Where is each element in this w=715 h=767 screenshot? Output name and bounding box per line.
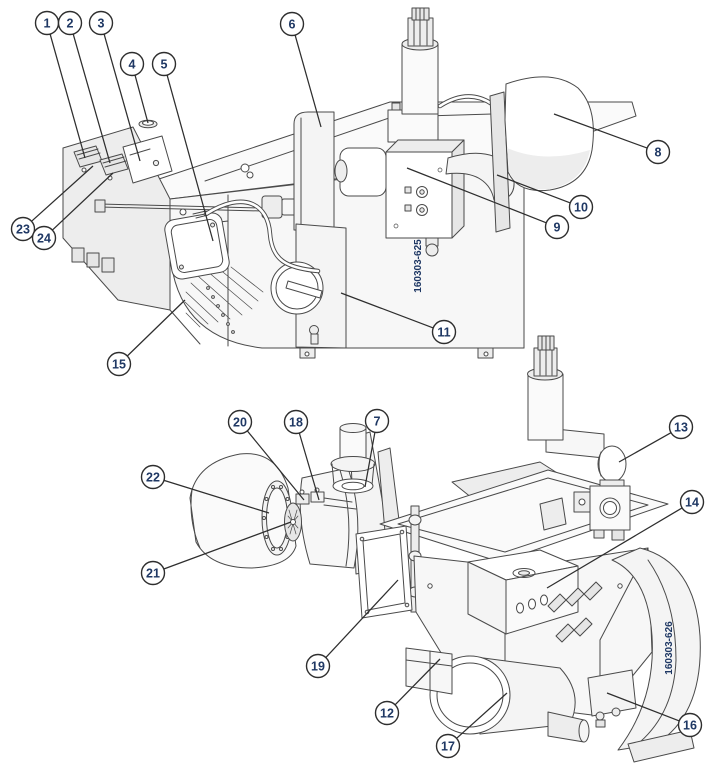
callout-1: 1 xyxy=(34,10,60,36)
callout-number-15: 15 xyxy=(112,357,126,371)
fig2-artwork xyxy=(189,335,701,763)
callout-24: 24 xyxy=(31,225,57,251)
callout-number-8: 8 xyxy=(655,145,662,159)
leader-line-23 xyxy=(31,165,94,222)
leader-line-15 xyxy=(126,299,186,357)
leader-line-10 xyxy=(496,174,571,204)
callout-number-11: 11 xyxy=(437,325,450,339)
callout-number-13: 13 xyxy=(674,420,688,434)
fig2-ref-code: 160303-626 xyxy=(664,621,675,675)
callout-number-20: 20 xyxy=(233,415,247,429)
leader-line-11 xyxy=(340,292,434,329)
fig1-artwork xyxy=(62,7,637,359)
callout-number-22: 22 xyxy=(146,470,160,484)
leader-line-24 xyxy=(51,172,114,231)
leader-line-18 xyxy=(298,432,320,501)
callout-number-5: 5 xyxy=(161,57,168,71)
callout-10: 10 xyxy=(568,194,594,220)
leader-line-16 xyxy=(606,692,680,722)
callout-3: 3 xyxy=(88,10,114,36)
fig2-callout-layer: 7 12 13 14 16 17 18 19 20 21 22 xyxy=(140,408,705,759)
callout-19: 19 xyxy=(305,653,331,679)
fig1-ref-code: 160303-625 xyxy=(413,239,424,293)
callout-18: 18 xyxy=(283,409,309,435)
callout-12: 12 xyxy=(374,700,400,726)
leader-line-17 xyxy=(456,692,508,739)
callout-number-3: 3 xyxy=(98,16,105,30)
callout-number-10: 10 xyxy=(574,200,588,214)
leader-line-4 xyxy=(134,74,149,124)
callout-21: 21 xyxy=(140,560,166,586)
callout-22: 22 xyxy=(140,464,166,490)
callout-number-12: 12 xyxy=(380,706,394,720)
callout-number-21: 21 xyxy=(146,566,160,580)
callout-number-4: 4 xyxy=(129,57,136,71)
callout-number-1: 1 xyxy=(44,16,51,30)
callout-17: 17 xyxy=(435,733,461,759)
callout-23: 23 xyxy=(10,216,36,242)
leader-line-6 xyxy=(294,34,322,128)
callout-number-16: 16 xyxy=(683,718,697,732)
callout-number-19: 19 xyxy=(311,659,325,673)
callout-7: 7 xyxy=(364,408,390,434)
callout-6: 6 xyxy=(279,11,305,37)
callout-number-14: 14 xyxy=(685,495,699,509)
callout-14: 14 xyxy=(679,489,705,515)
leader-line-7 xyxy=(364,432,376,488)
leader-line-19 xyxy=(325,579,399,659)
leader-line-3 xyxy=(103,33,141,162)
callout-2: 2 xyxy=(57,10,83,36)
callout-number-7: 7 xyxy=(374,414,381,428)
leader-line-22 xyxy=(163,479,270,514)
leader-line-14 xyxy=(546,507,683,589)
leader-line-9 xyxy=(406,167,547,224)
leader-line-13 xyxy=(618,432,672,463)
leader-line-2 xyxy=(72,33,111,164)
leader-line-20 xyxy=(246,430,305,501)
callout-number-6: 6 xyxy=(289,17,296,31)
callout-15: 15 xyxy=(106,351,132,377)
callout-8: 8 xyxy=(645,139,671,165)
callout-number-9: 9 xyxy=(554,220,561,234)
leader-line-5 xyxy=(166,74,214,242)
callout-4: 4 xyxy=(119,51,145,77)
leader-line-8 xyxy=(553,113,648,149)
callout-9: 9 xyxy=(544,214,570,240)
callout-5: 5 xyxy=(151,51,177,77)
callout-number-23: 23 xyxy=(16,222,30,236)
callout-16: 16 xyxy=(677,712,703,738)
leader-line-21 xyxy=(163,521,292,570)
callout-13: 13 xyxy=(668,414,694,440)
callout-number-17: 17 xyxy=(441,739,455,753)
callout-number-24: 24 xyxy=(37,231,51,245)
callout-11: 11 xyxy=(431,319,457,345)
leader-line-12 xyxy=(394,658,441,706)
leader-line-1 xyxy=(49,33,86,159)
callout-20: 20 xyxy=(227,409,253,435)
callout-number-18: 18 xyxy=(289,415,303,429)
callout-number-2: 2 xyxy=(67,16,74,30)
